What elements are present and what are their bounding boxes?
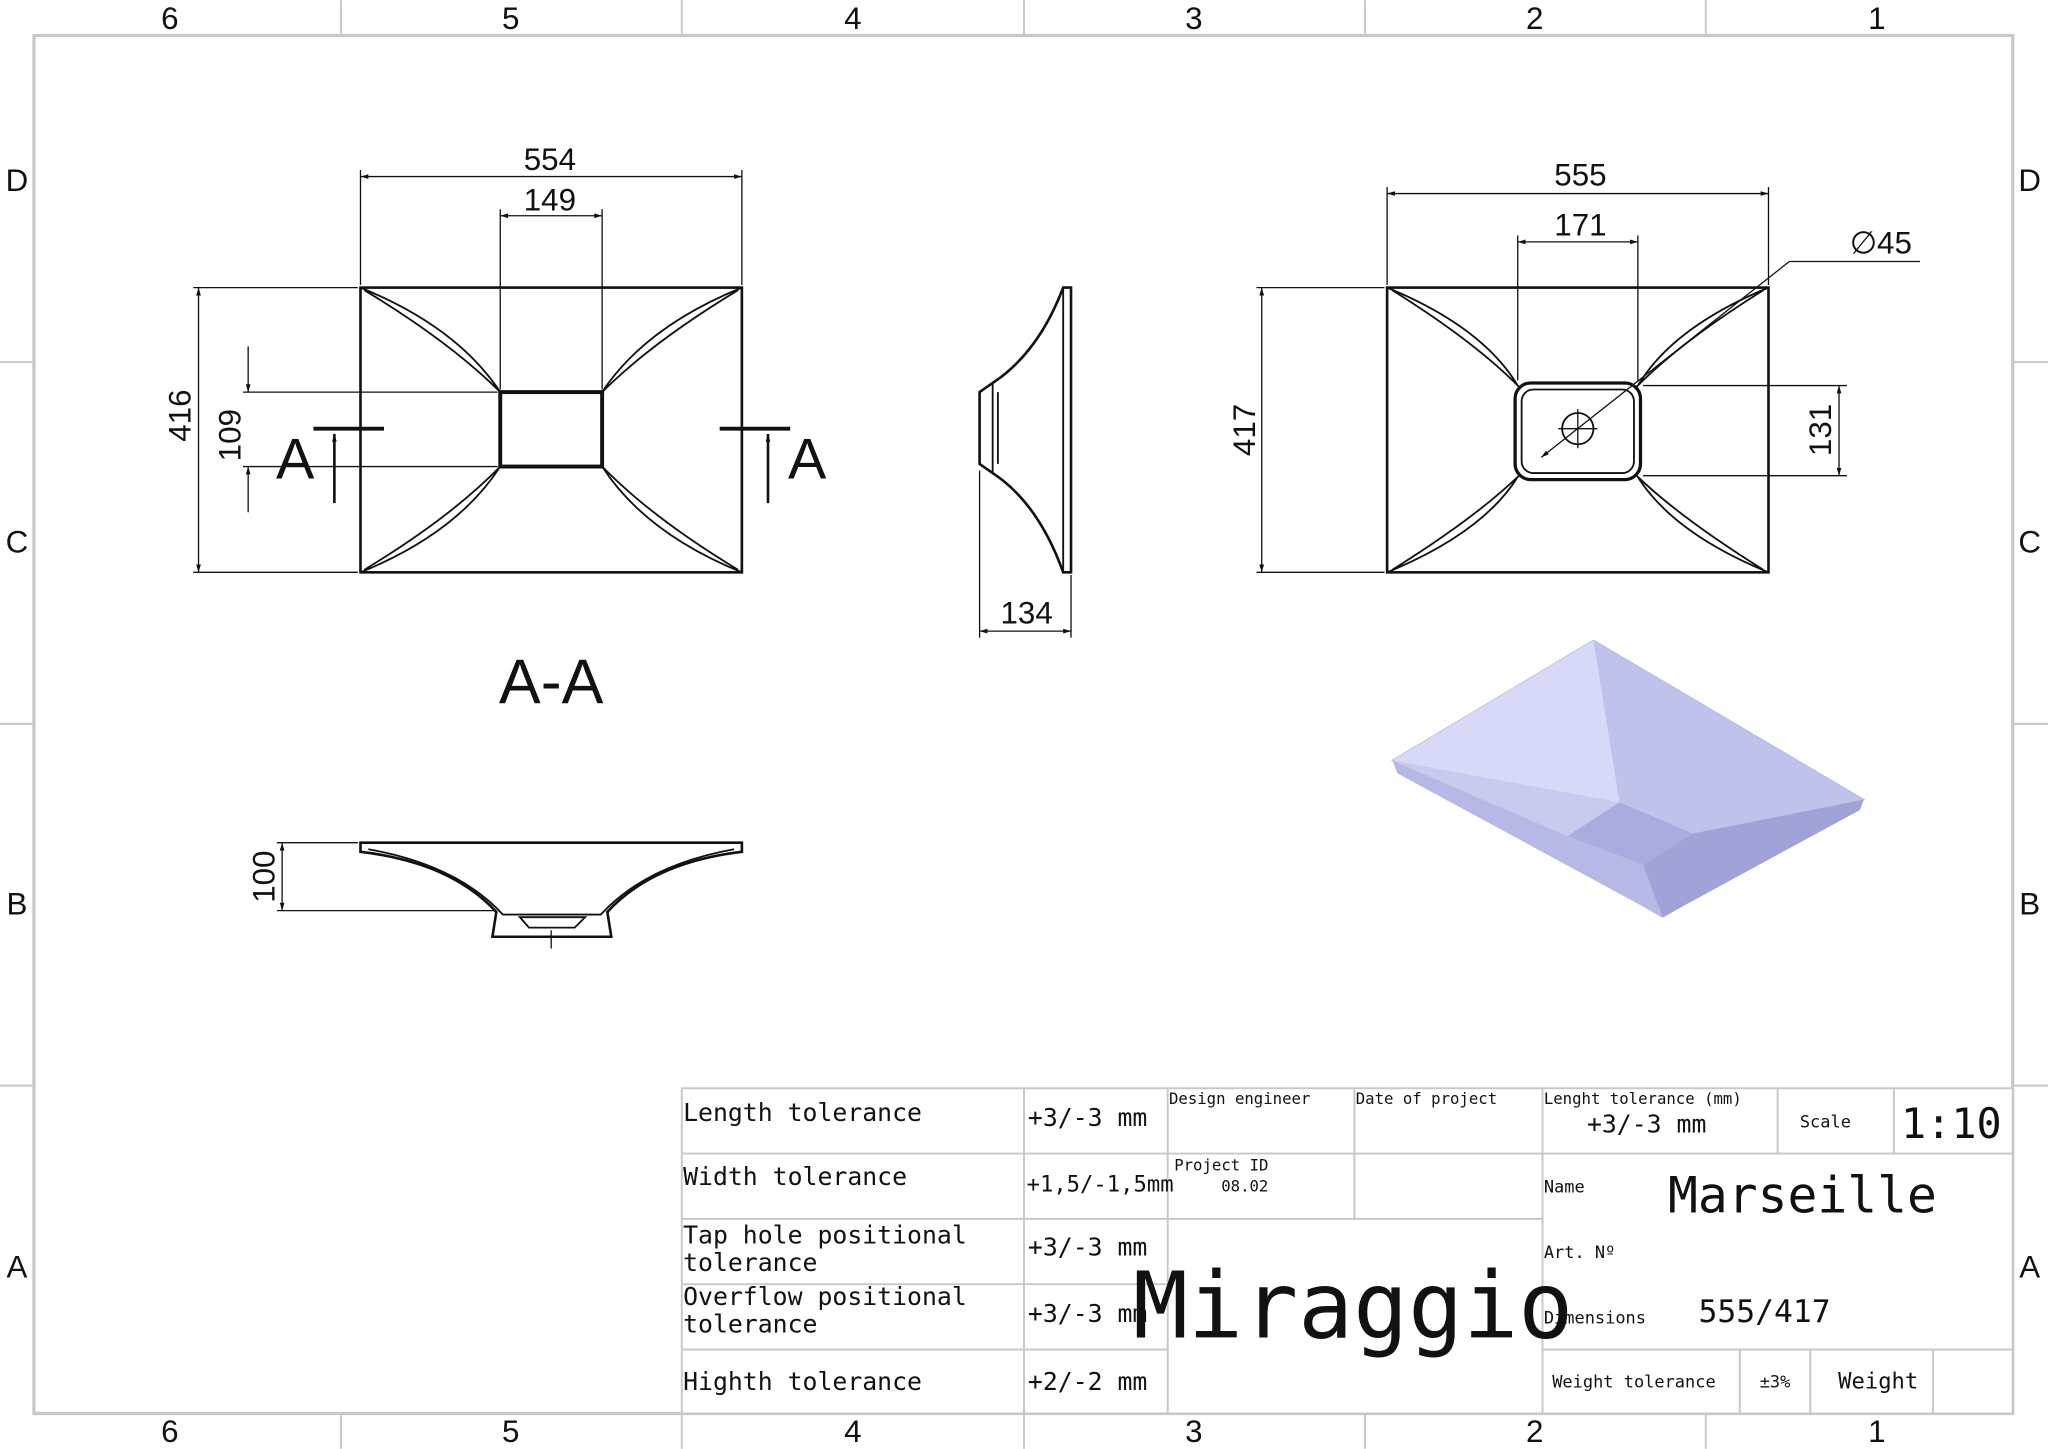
title-block: Length tolerance +3/-3 mm Width toleranc… — [680, 1087, 2014, 1415]
tolerance-label: Length tolerance — [683, 1098, 922, 1127]
tolerance-value: +3/-3 mm — [1028, 1299, 1147, 1328]
tolerance-label: Width tolerance — [683, 1162, 907, 1191]
weight-tolerance-label: Weight tolerance — [1552, 1372, 1715, 1392]
tolerance-label: Overflow positional — [683, 1282, 967, 1311]
isometric-render — [1391, 639, 1866, 918]
tolerance-value: +2/-2 mm — [1028, 1367, 1147, 1396]
zone-row-label: C — [2018, 525, 2041, 560]
zone-col-label: 2 — [1526, 1414, 1543, 1449]
section-marker-right: A — [719, 426, 827, 504]
dim-drain-depth: 131 — [1803, 404, 1838, 456]
tolerance-value: +1,5/-1,5mm — [1027, 1171, 1174, 1197]
weight-tolerance-value: ±3% — [1760, 1372, 1791, 1392]
tolerance-value: +3/-3 mm — [1028, 1232, 1147, 1261]
name-label: Name — [1544, 1178, 1585, 1198]
dim-side-height: 134 — [1000, 595, 1052, 630]
top-view: 554 149 416 109 A A — [163, 142, 827, 574]
bottom-view: 555 171 ∅45 417 131 — [1227, 158, 1920, 574]
weight-label: Weight — [1838, 1369, 1918, 1395]
section-view: A-A 100 — [246, 647, 744, 949]
section-marker-left: A — [276, 426, 384, 504]
tolerance-label: Tap hole positional — [683, 1221, 967, 1250]
dim-overall-width: 555 — [1554, 158, 1606, 193]
dim-overall-depth: 417 — [1227, 404, 1262, 456]
date-label: Date of project — [1356, 1089, 1497, 1108]
project-id: 08.02 — [1221, 1176, 1268, 1195]
project-id-label: Project ID — [1174, 1156, 1268, 1175]
scale-label: Scale — [1800, 1112, 1851, 1132]
zone-row-label: A — [2019, 1250, 2040, 1285]
zone-col-label: 6 — [161, 1, 178, 36]
dim-overall-depth: 416 — [163, 389, 198, 441]
zone-col-label: 4 — [844, 1, 861, 36]
zone-row-label: B — [2019, 887, 2040, 922]
design-engineer-label: Design engineer — [1169, 1089, 1310, 1108]
length-tolerance-label: Lenght tolerance (mm) — [1544, 1089, 1742, 1108]
zone-col-label: 5 — [502, 1, 519, 36]
dim-drain-depth: 109 — [212, 409, 247, 461]
product-name: Marseille — [1668, 1166, 1937, 1224]
dim-overall-width: 554 — [524, 142, 576, 177]
dim-drain-diameter: ∅45 — [1850, 226, 1912, 261]
zone-row-label: B — [7, 887, 28, 922]
scale-value: 1:10 — [1901, 1099, 2002, 1148]
dim-drain-width: 149 — [524, 183, 576, 218]
zone-row-label: D — [6, 163, 29, 198]
tolerance-label-cont: tolerance — [683, 1310, 817, 1339]
zone-col-label: 2 — [1526, 1, 1543, 36]
zone-row-label: D — [2018, 163, 2041, 198]
zone-col-label: 6 — [161, 1414, 178, 1449]
length-tolerance-value: +3/-3 mm — [1587, 1110, 1706, 1139]
tolerance-value: +3/-3 mm — [1028, 1103, 1147, 1132]
zone-col-label: 3 — [1185, 1, 1202, 36]
side-view: 134 — [978, 286, 1073, 638]
zone-col-label: 3 — [1185, 1414, 1202, 1449]
dimensions-label: Dimensions — [1544, 1308, 1646, 1328]
zone-labels: 6 5 4 3 2 1 6 5 4 3 2 1 D C B A D C B A — [6, 1, 2041, 1449]
zone-col-label: 1 — [1868, 1, 1885, 36]
zone-col-label: 5 — [502, 1414, 519, 1449]
section-letter: A — [276, 427, 315, 491]
tolerance-label: Highth tolerance — [683, 1367, 922, 1396]
zone-col-label: 1 — [1868, 1414, 1885, 1449]
art-no-label: Art. Nº — [1544, 1243, 1616, 1263]
zone-row-label: C — [6, 525, 29, 560]
section-letter: A — [788, 427, 827, 491]
dim-section-height: 100 — [246, 851, 281, 903]
section-title: A-A — [499, 647, 604, 717]
tolerance-label-cont: tolerance — [683, 1248, 817, 1277]
dimensions-value: 555/417 — [1699, 1294, 1831, 1330]
zone-col-label: 4 — [844, 1414, 861, 1449]
brand-logo: Miraggio — [1133, 1253, 1573, 1360]
dim-drain-width: 171 — [1554, 207, 1606, 242]
zone-row-label: A — [7, 1250, 28, 1285]
